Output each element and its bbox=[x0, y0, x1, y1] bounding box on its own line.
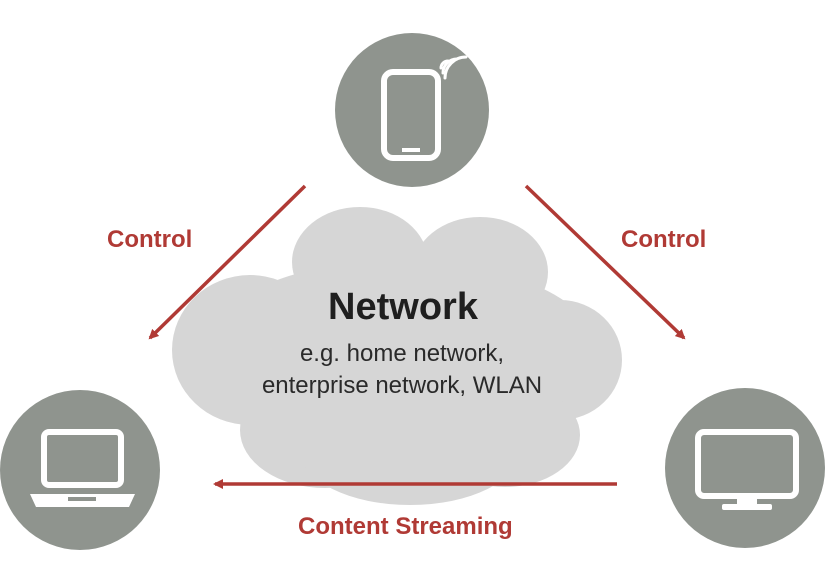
monitor-node bbox=[665, 388, 825, 548]
laptop-node bbox=[0, 390, 160, 550]
arrow-control-left bbox=[148, 184, 307, 340]
network-example-line-2: enterprise network, WLAN bbox=[261, 372, 543, 399]
smartphone-wifi-icon bbox=[381, 55, 468, 161]
network-example-line-1: e.g. home network, bbox=[299, 340, 505, 367]
smartphone-node bbox=[335, 33, 489, 187]
laptop-icon bbox=[30, 429, 135, 507]
control-label-left: Control bbox=[107, 226, 193, 253]
monitor-icon bbox=[695, 429, 799, 510]
arrow-control-right bbox=[524, 184, 686, 340]
content-streaming-label: Content Streaming bbox=[298, 513, 513, 540]
network-title: Network bbox=[328, 286, 478, 328]
network-cloud bbox=[172, 207, 622, 505]
control-label-right: Control bbox=[621, 226, 707, 253]
